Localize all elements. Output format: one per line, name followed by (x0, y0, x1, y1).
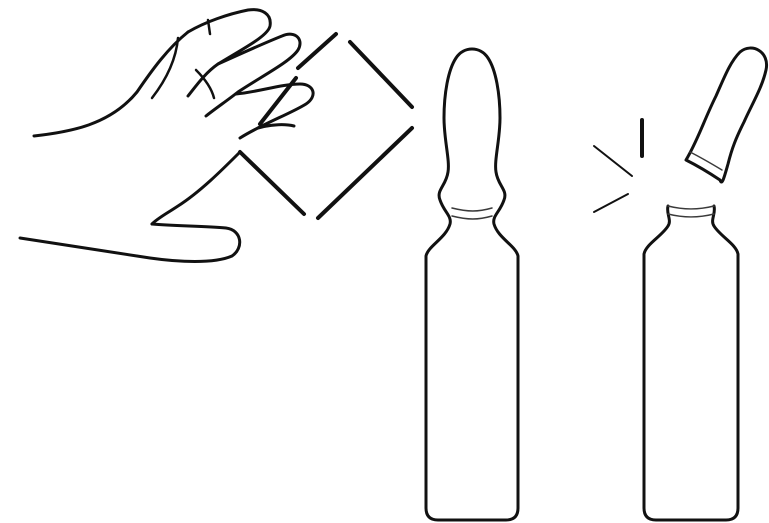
diagram-canvas (0, 0, 769, 523)
ampoule-opening-diagram (0, 0, 769, 523)
